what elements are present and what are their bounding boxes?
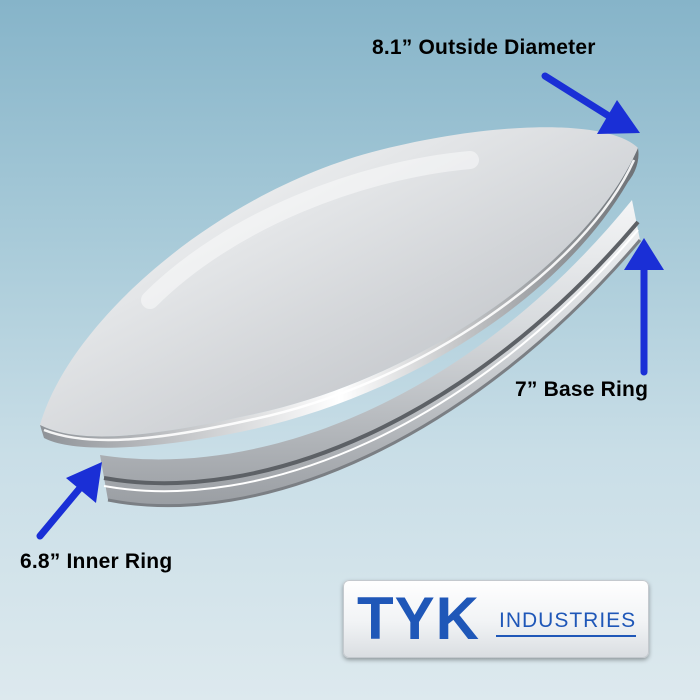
base-ring-highlight bbox=[103, 229, 639, 493]
arrow-base-ring bbox=[624, 238, 664, 376]
base-ring-label: 7” Base Ring bbox=[515, 378, 649, 401]
dome-rim bbox=[40, 148, 639, 448]
base-ring bbox=[100, 200, 640, 506]
inner-ring-label: 6.8” Inner Ring bbox=[20, 550, 173, 573]
logo-tagline: INDUSTRIES bbox=[499, 609, 637, 632]
arrow-outside-diameter bbox=[541, 72, 640, 134]
arrow-inner-ring bbox=[36, 462, 102, 540]
base-ring-edge bbox=[103, 220, 640, 486]
logo-mark: TYK bbox=[357, 585, 480, 652]
base-ring-bottom bbox=[107, 239, 642, 508]
outside-diameter-label: 8.1” Outside Diameter bbox=[372, 36, 596, 59]
brand-logo: TYK INDUSTRIES bbox=[343, 580, 649, 658]
dome bbox=[40, 127, 638, 437]
logo-underline bbox=[496, 635, 636, 637]
